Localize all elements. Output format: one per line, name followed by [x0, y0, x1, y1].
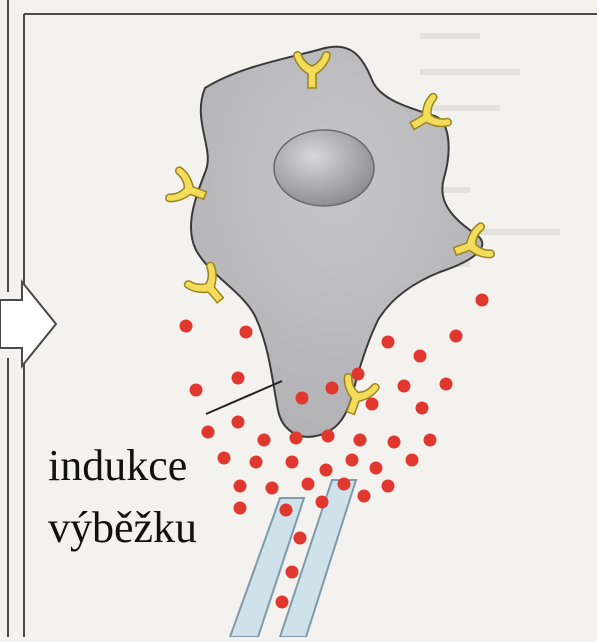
signal-dot: [476, 294, 489, 307]
label-line-2: výběžku: [48, 506, 197, 550]
signal-dot: [276, 596, 289, 609]
signal-dot: [354, 434, 367, 447]
signal-dot: [398, 380, 411, 393]
signal-dot: [322, 430, 335, 443]
signal-dot: [406, 454, 419, 467]
signal-dot: [316, 496, 329, 509]
nucleus: [274, 130, 374, 206]
signal-dot: [232, 416, 245, 429]
signal-dot: [266, 482, 279, 495]
signal-dot: [382, 336, 395, 349]
signal-dot: [286, 456, 299, 469]
signal-dot: [326, 382, 339, 395]
signal-dot: [250, 456, 263, 469]
signal-dot: [450, 330, 463, 343]
signal-dot: [280, 504, 293, 517]
signal-dot: [440, 378, 453, 391]
signal-dot: [202, 426, 215, 439]
label-line-1: indukce: [48, 444, 187, 488]
signal-dot: [234, 480, 247, 493]
signal-dot: [294, 532, 307, 545]
signal-dot: [352, 368, 365, 381]
signal-dot: [382, 480, 395, 493]
signal-dot: [366, 398, 379, 411]
signal-dot: [290, 432, 303, 445]
signal-dot: [338, 478, 351, 491]
signal-dot: [234, 502, 247, 515]
signal-dot: [320, 464, 333, 477]
signal-dot: [232, 372, 245, 385]
signal-dot: [414, 350, 427, 363]
signal-dot: [370, 462, 383, 475]
signal-dot: [388, 436, 401, 449]
signal-dot: [424, 434, 437, 447]
signal-dot: [240, 326, 253, 339]
signal-dot: [302, 478, 315, 491]
signal-dot: [180, 320, 193, 333]
signal-dot: [286, 566, 299, 579]
signal-dot: [296, 392, 309, 405]
signal-dot: [346, 454, 359, 467]
signal-dot: [190, 384, 203, 397]
signal-dot: [358, 490, 371, 503]
signal-dot: [258, 434, 271, 447]
signal-dot: [416, 402, 429, 415]
signal-dot: [218, 452, 231, 465]
